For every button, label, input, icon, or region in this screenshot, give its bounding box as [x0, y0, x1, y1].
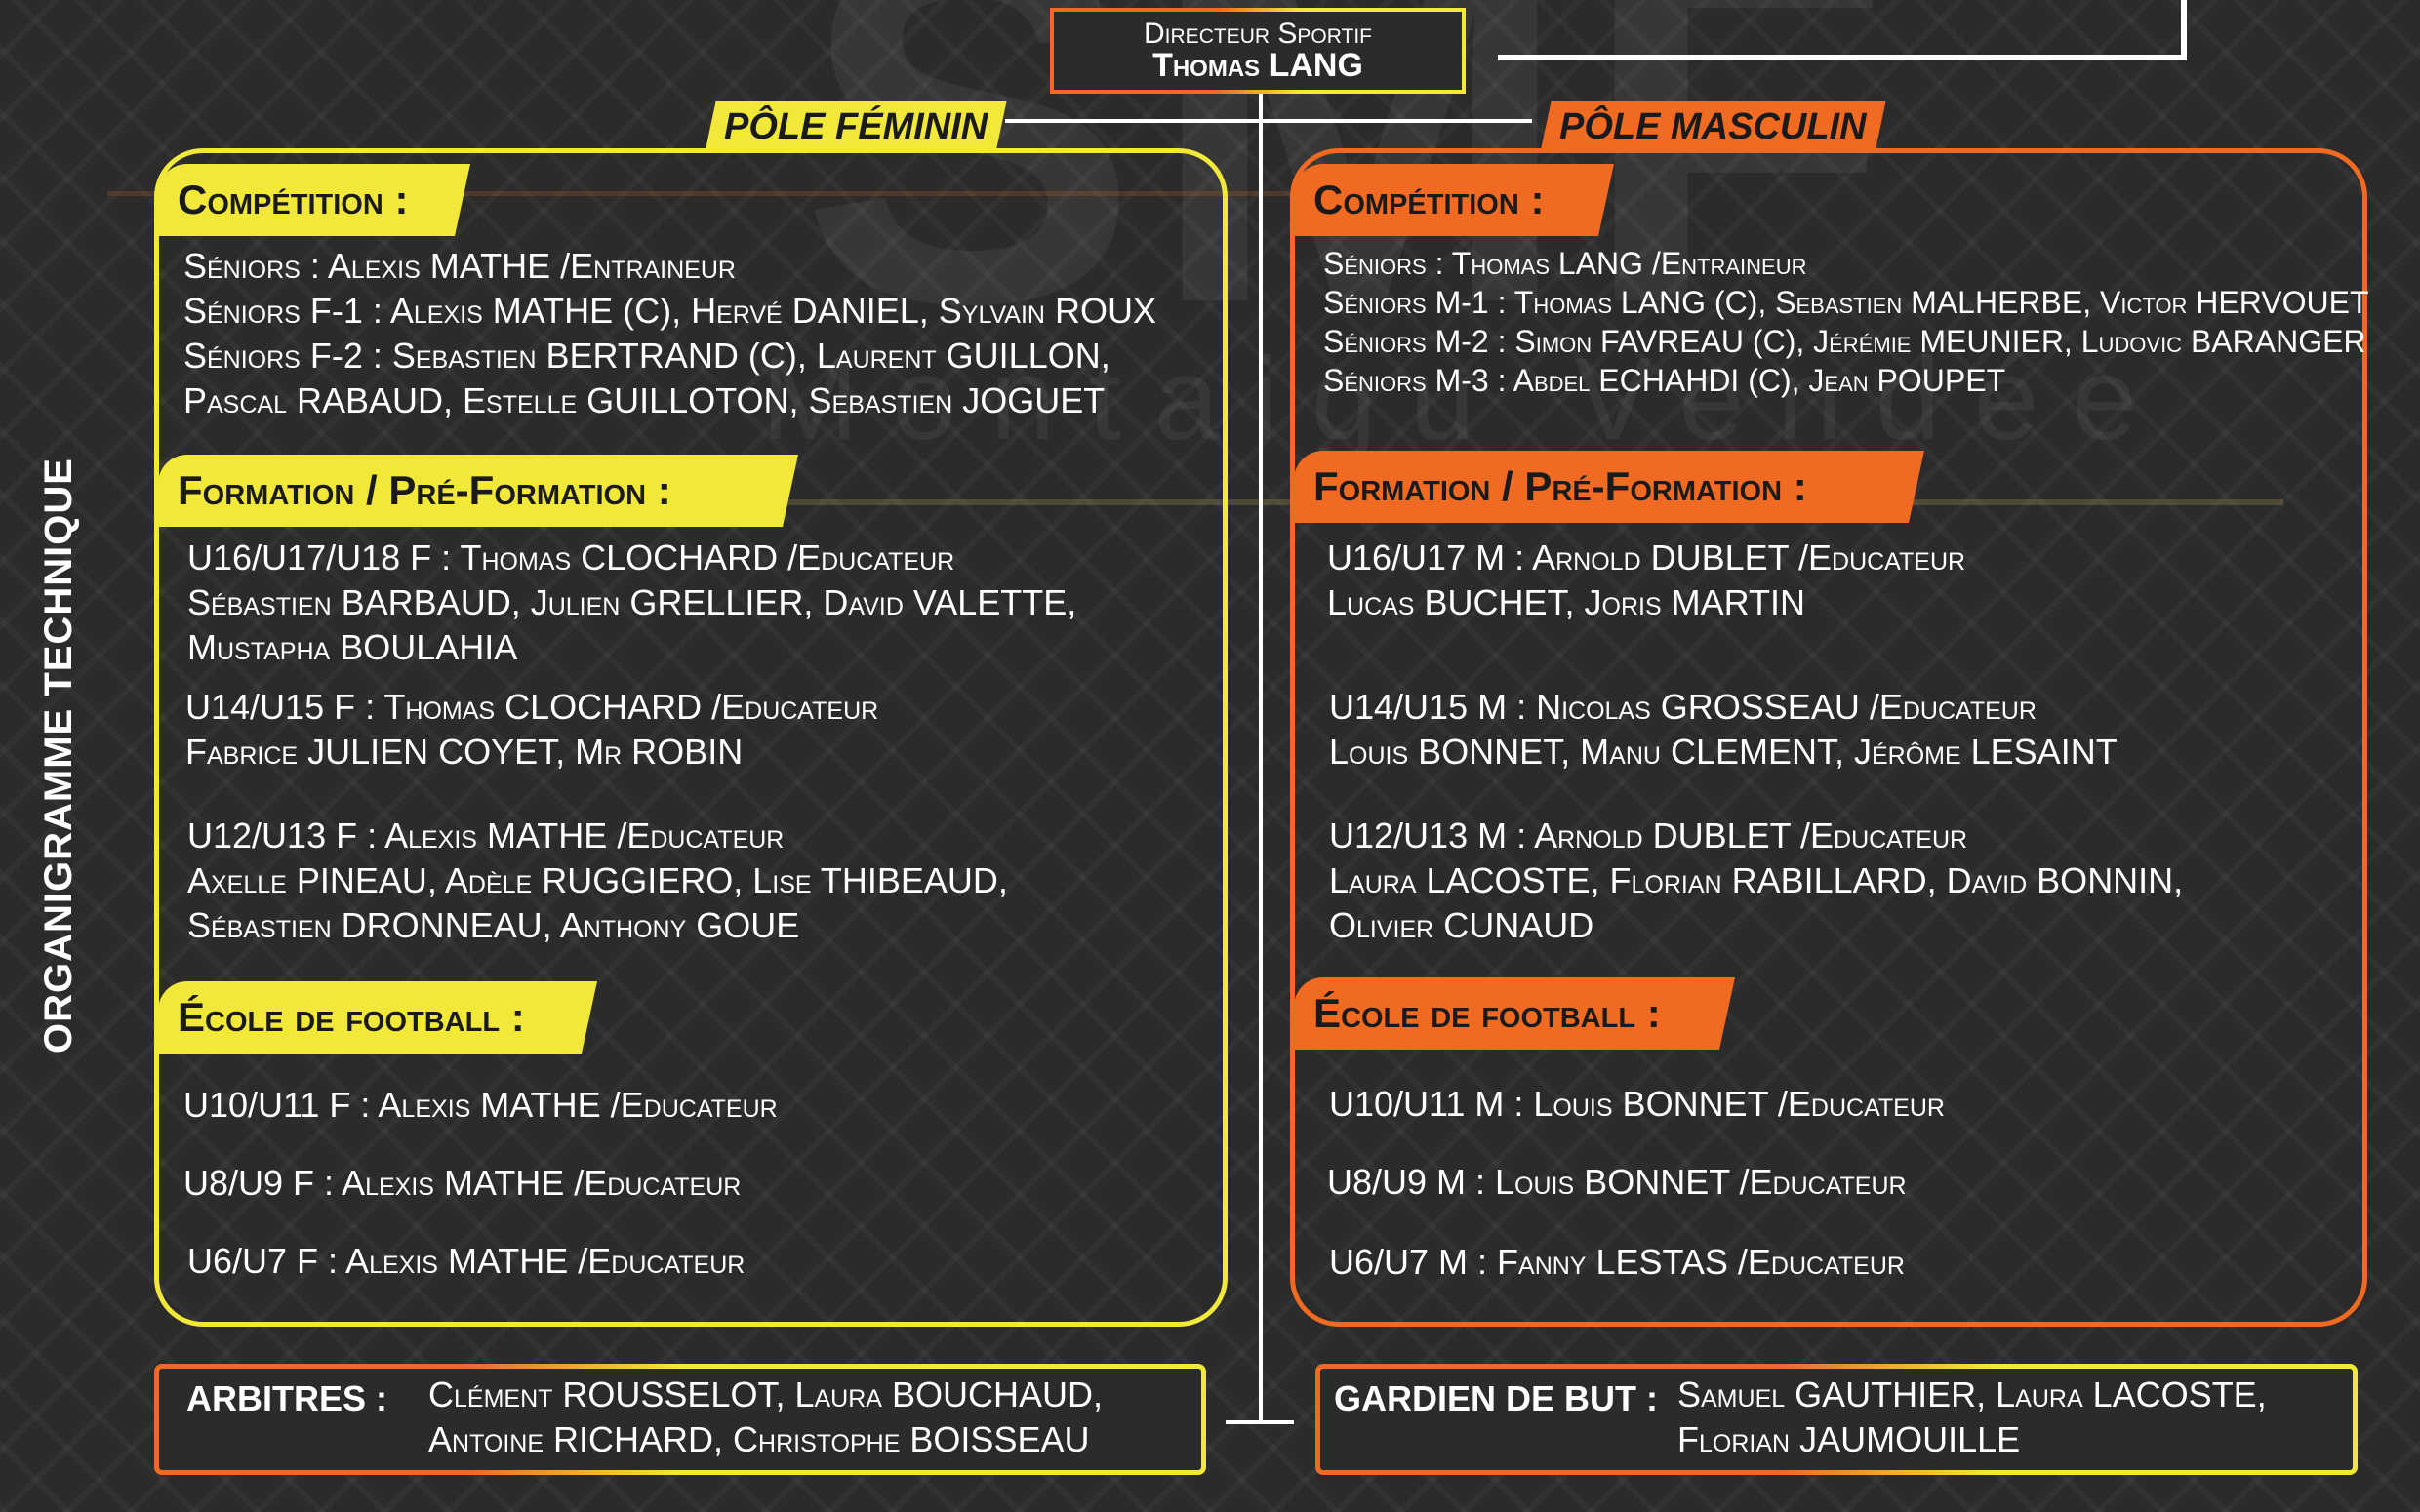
masculin-ecole-heading: École de football :: [1294, 977, 1735, 1050]
list-item: U12/U13 F : Alexis MATHE /Educateur: [187, 816, 785, 855]
pole-masculin-label: PÔLE MASCULIN: [1540, 101, 1886, 152]
arbitres-line: Antoine RICHARD, Christophe BOISSEAU: [428, 1419, 1090, 1459]
list-item: U16/U17 M : Arnold DUBLET /Educateur: [1327, 537, 1966, 577]
list-item: Séniors F-2 : Sebastien BERTRAND (C), La…: [183, 336, 1110, 376]
list-item: Pascal RABAUD, Estelle GUILLOTON, Sebast…: [183, 380, 1106, 420]
gardien-box: GARDIEN DE BUT : Samuel GAUTHIER, Laura …: [1315, 1364, 2358, 1475]
list-item: Séniors M-1 : Thomas LANG (C), Sebastien…: [1323, 285, 2369, 320]
list-item: U10/U11 M : Louis BONNET /Educateur: [1329, 1084, 1945, 1124]
list-item: U14/U15 F : Thomas CLOCHARD /Educateur: [185, 687, 879, 727]
connector-line: [1226, 1420, 1294, 1424]
list-item: Séniors : Alexis MATHE /Entraineur: [183, 246, 736, 286]
list-item: Olivier CUNAUD: [1329, 905, 1594, 945]
list-item: U10/U11 F : Alexis MATHE /Educateur: [183, 1085, 778, 1125]
masculin-competition-heading: Compétition :: [1294, 164, 1614, 236]
connector-line: [1259, 94, 1263, 1424]
list-item: U6/U7 F : Alexis MATHE /Educateur: [187, 1241, 746, 1281]
list-item: Séniors M-2 : Simon FAVREAU (C), Jérémie…: [1323, 324, 2366, 359]
gardien-label: GARDIEN DE BUT :: [1334, 1378, 1658, 1418]
gardien-line: Florian JAUMOUILLE: [1677, 1419, 2021, 1459]
pole-feminin-panel: [154, 148, 1228, 1327]
list-item: U8/U9 F : Alexis MATHE /Educateur: [183, 1163, 742, 1203]
director-name: Thomas LANG: [1152, 47, 1363, 84]
list-item: Laura LACOSTE, Florian RABILLARD, David …: [1329, 860, 2184, 900]
pole-feminin-label: PÔLE FÉMININ: [705, 101, 1007, 152]
club-name-watermark: Montaigu Vendée: [761, 334, 2171, 464]
list-item: Séniors : Thomas LANG /Entraineur: [1323, 246, 1807, 281]
list-item: Lucas BUCHET, Joris MARTIN: [1327, 582, 1805, 622]
decorative-stripe: [107, 191, 1337, 196]
list-item: U12/U13 M : Arnold DUBLET /Educateur: [1329, 816, 1968, 855]
list-item: Séniors M-3 : Abdel ECHAHDI (C), Jean PO…: [1323, 363, 2006, 398]
list-item: U16/U17/U18 F : Thomas CLOCHARD /Educate…: [187, 537, 955, 577]
arbitres-label: ARBITRES :: [186, 1378, 387, 1418]
feminin-ecole-heading: École de football :: [158, 981, 597, 1054]
list-item: U8/U9 M : Louis BONNET /Educateur: [1327, 1162, 1907, 1202]
feminin-formation-heading: Formation / Pré-Formation :: [158, 455, 798, 527]
feminin-competition-heading: Compétition :: [158, 164, 470, 236]
pole-masculin-panel: [1290, 148, 2367, 1327]
connector-line: [1498, 0, 2187, 60]
list-item: Louis BONNET, Manu CLEMENT, Jérôme LESAI…: [1329, 732, 2118, 772]
list-item: Sébastien BARBAUD, Julien GRELLIER, Davi…: [187, 582, 1077, 622]
list-item: Fabrice JULIEN COYET, Mr ROBIN: [185, 732, 744, 772]
director-box: Directeur Sportif Thomas LANG: [1050, 8, 1466, 94]
arbitres-box: ARBITRES : Clément ROUSSELOT, Laura BOUC…: [154, 1364, 1206, 1475]
list-item: U14/U15 M : Nicolas GROSSEAU /Educateur: [1329, 687, 2037, 727]
decorative-stripe: [156, 499, 2283, 505]
masculin-formation-heading: Formation / Pré-Formation :: [1294, 451, 1924, 523]
side-title: ORGANIGRAMME TECHNIQUE: [37, 458, 80, 1054]
list-item: Sébastien DRONNEAU, Anthony GOUE: [187, 905, 800, 945]
list-item: Axelle PINEAU, Adèle RUGGIERO, Lise THIB…: [187, 860, 1008, 900]
arbitres-line: Clément ROUSSELOT, Laura BOUCHAUD,: [428, 1374, 1103, 1414]
list-item: Mustapha BOULAHIA: [187, 627, 518, 667]
list-item: U6/U7 M : Fanny LESTAS /Educateur: [1329, 1242, 1905, 1282]
gardien-line: Samuel GAUTHIER, Laura LACOSTE,: [1677, 1374, 2267, 1414]
list-item: Séniors F-1 : Alexis MATHE (C), Hervé DA…: [183, 291, 1156, 331]
connector-line: [1005, 119, 1532, 123]
director-role: Directeur Sportif: [1144, 18, 1372, 50]
